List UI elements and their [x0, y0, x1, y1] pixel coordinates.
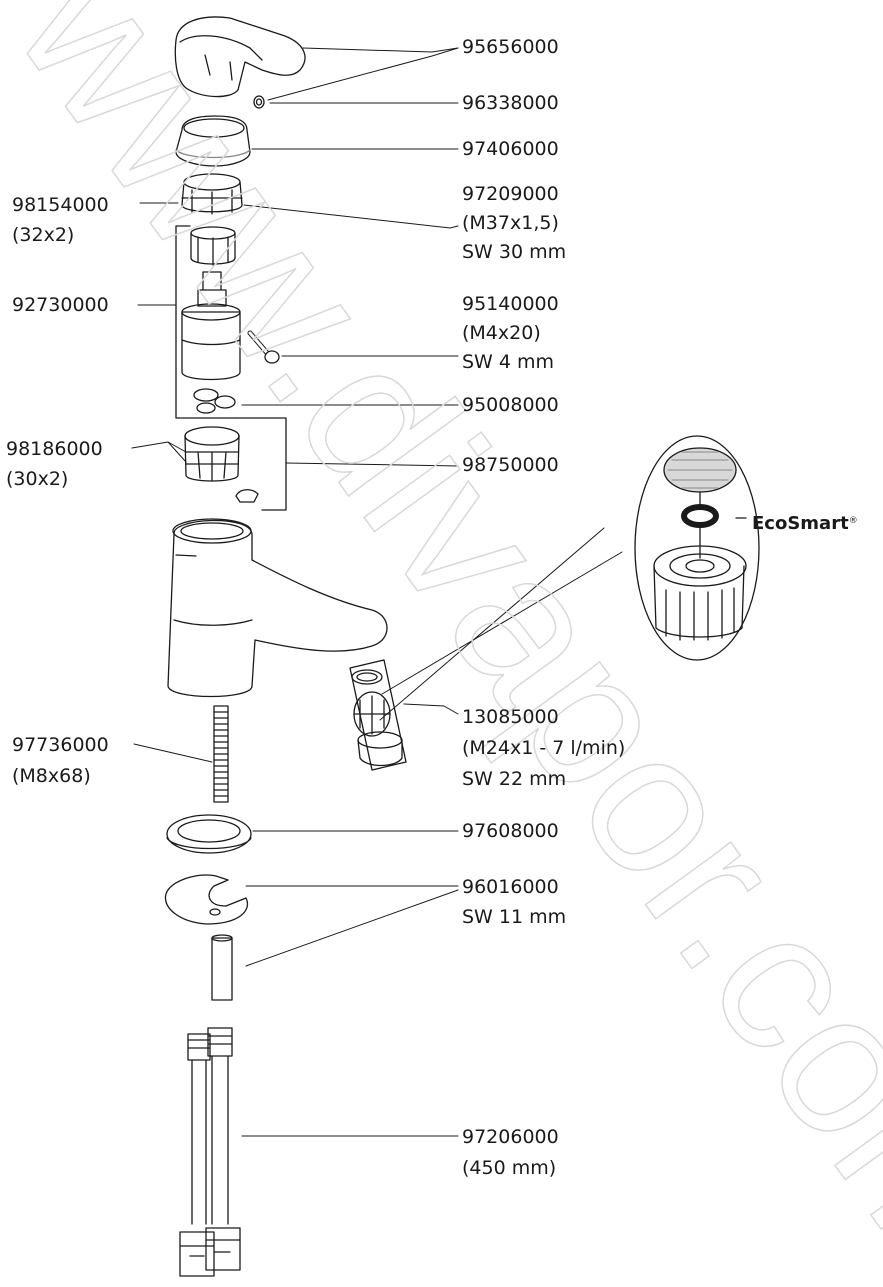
ecosmart-label: EcoSmart® [752, 510, 858, 535]
part-number: 95008000 [462, 394, 559, 416]
part-number: 98750000 [462, 454, 559, 476]
cartridge [181, 271, 241, 381]
registered-mark: ® [848, 516, 858, 526]
part-number: 97206000 [462, 1126, 559, 1148]
bracket-lines [175, 225, 287, 511]
part-number: 96338000 [462, 92, 559, 114]
label-97209000: 97209000 (M37x1,5) SW 30 mm [462, 180, 566, 267]
washer-ring [166, 814, 252, 854]
part-number: 96016000 [462, 876, 559, 898]
label-95140000: 95140000 (M4x20) SW 4 mm [462, 290, 559, 377]
ecosmart-text: EcoSmart [752, 513, 849, 534]
part-spec: (M24x1 - 7 l/min) [462, 737, 626, 759]
label-13085000: 13085000 (M24x1 - 7 l/min) SW 22 mm [462, 702, 625, 795]
label-97406000: 97406000 [462, 136, 559, 162]
label-96338000: 96338000 [462, 90, 559, 116]
label-98154000: 98154000 (32x2) [12, 190, 109, 250]
part-spec: (M4x20) [462, 322, 541, 344]
part-spec: SW 4 mm [462, 351, 555, 373]
set-screw [253, 95, 265, 109]
label-98186000: 98186000 (30x2) [6, 434, 103, 494]
label-97736000: 97736000 (M8x68) [12, 730, 109, 792]
part-spec: (32x2) [12, 224, 75, 246]
label-97608000: 97608000 [462, 818, 559, 844]
part-number: 92730000 [12, 294, 109, 316]
sleeve-tube [211, 934, 233, 1001]
label-96016000: 96016000 SW 11 mm [462, 872, 566, 932]
part-spec: (M37x1,5) [462, 212, 559, 234]
cover-cap [175, 115, 251, 167]
label-97206000: 97206000 (450 mm) [462, 1122, 559, 1184]
part-number: 95140000 [462, 293, 559, 315]
screw [247, 330, 280, 364]
label-92730000: 92730000 [12, 292, 109, 318]
part-number: 97209000 [462, 183, 559, 205]
label-95656000: 95656000 [462, 34, 559, 60]
part-number: 97406000 [462, 138, 559, 160]
handle-lever [174, 16, 306, 98]
part-number: 13085000 [462, 706, 559, 728]
part-spec: (30x2) [6, 468, 69, 490]
part-spec: (M8x68) [12, 765, 91, 787]
cartridge-sleeve [190, 226, 236, 266]
part-number: 97736000 [12, 734, 109, 756]
threaded-stud [213, 705, 229, 803]
part-number: 98154000 [12, 194, 109, 216]
o-rings [193, 388, 236, 414]
aerator-parts [351, 669, 403, 767]
part-spec: (450 mm) [462, 1157, 557, 1179]
label-98750000: 98750000 [462, 452, 559, 478]
aerator-group-outline [349, 659, 407, 771]
leader-lines [131, 47, 623, 1137]
ecosmart-inset [634, 435, 760, 661]
part-spec: SW 22 mm [462, 768, 567, 790]
cartridge-nut [181, 173, 243, 215]
label-95008000: 95008000 [462, 392, 559, 418]
part-spec: SW 11 mm [462, 906, 567, 928]
part-spec: SW 30 mm [462, 241, 567, 263]
horseshoe-plate [164, 874, 248, 925]
part-number: 95656000 [462, 36, 559, 58]
valve-insert [184, 426, 259, 503]
part-number: 97608000 [462, 820, 559, 842]
flexible-hoses [179, 1027, 241, 1277]
faucet-body [167, 518, 388, 698]
part-number: 98186000 [6, 438, 103, 460]
